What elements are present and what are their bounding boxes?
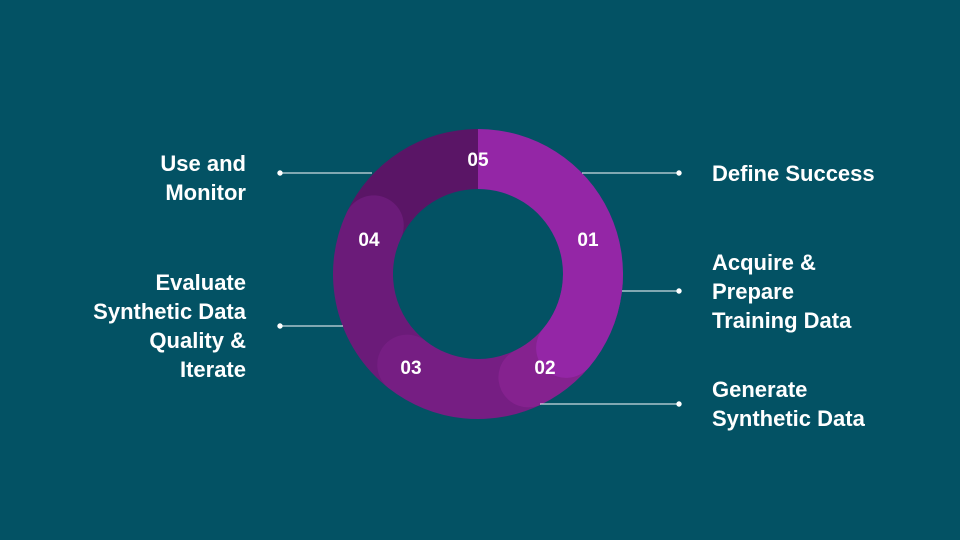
connector-dot-04 xyxy=(277,323,283,329)
step-label-05: Use and Monitor xyxy=(160,151,246,205)
step-number-02: 02 xyxy=(534,358,555,379)
step-label-02: Acquire & Prepare Training Data xyxy=(712,250,852,333)
step-label-04: Evaluate Synthetic Data Quality & Iterat… xyxy=(93,270,246,382)
step-number-04: 04 xyxy=(358,230,380,251)
step-label-03: Generate Synthetic Data xyxy=(712,377,865,431)
connector-dot-02 xyxy=(676,288,682,294)
step-number-03: 03 xyxy=(400,358,421,379)
step-number-05: 05 xyxy=(467,150,489,171)
connector-dot-01 xyxy=(676,170,682,176)
segment-01 xyxy=(478,129,623,378)
step-number-01: 01 xyxy=(577,230,599,251)
connector-dot-05 xyxy=(277,170,283,176)
segment-03 xyxy=(377,334,542,419)
step-label-01: Define Success xyxy=(712,161,875,186)
connector-dot-03 xyxy=(676,401,682,407)
